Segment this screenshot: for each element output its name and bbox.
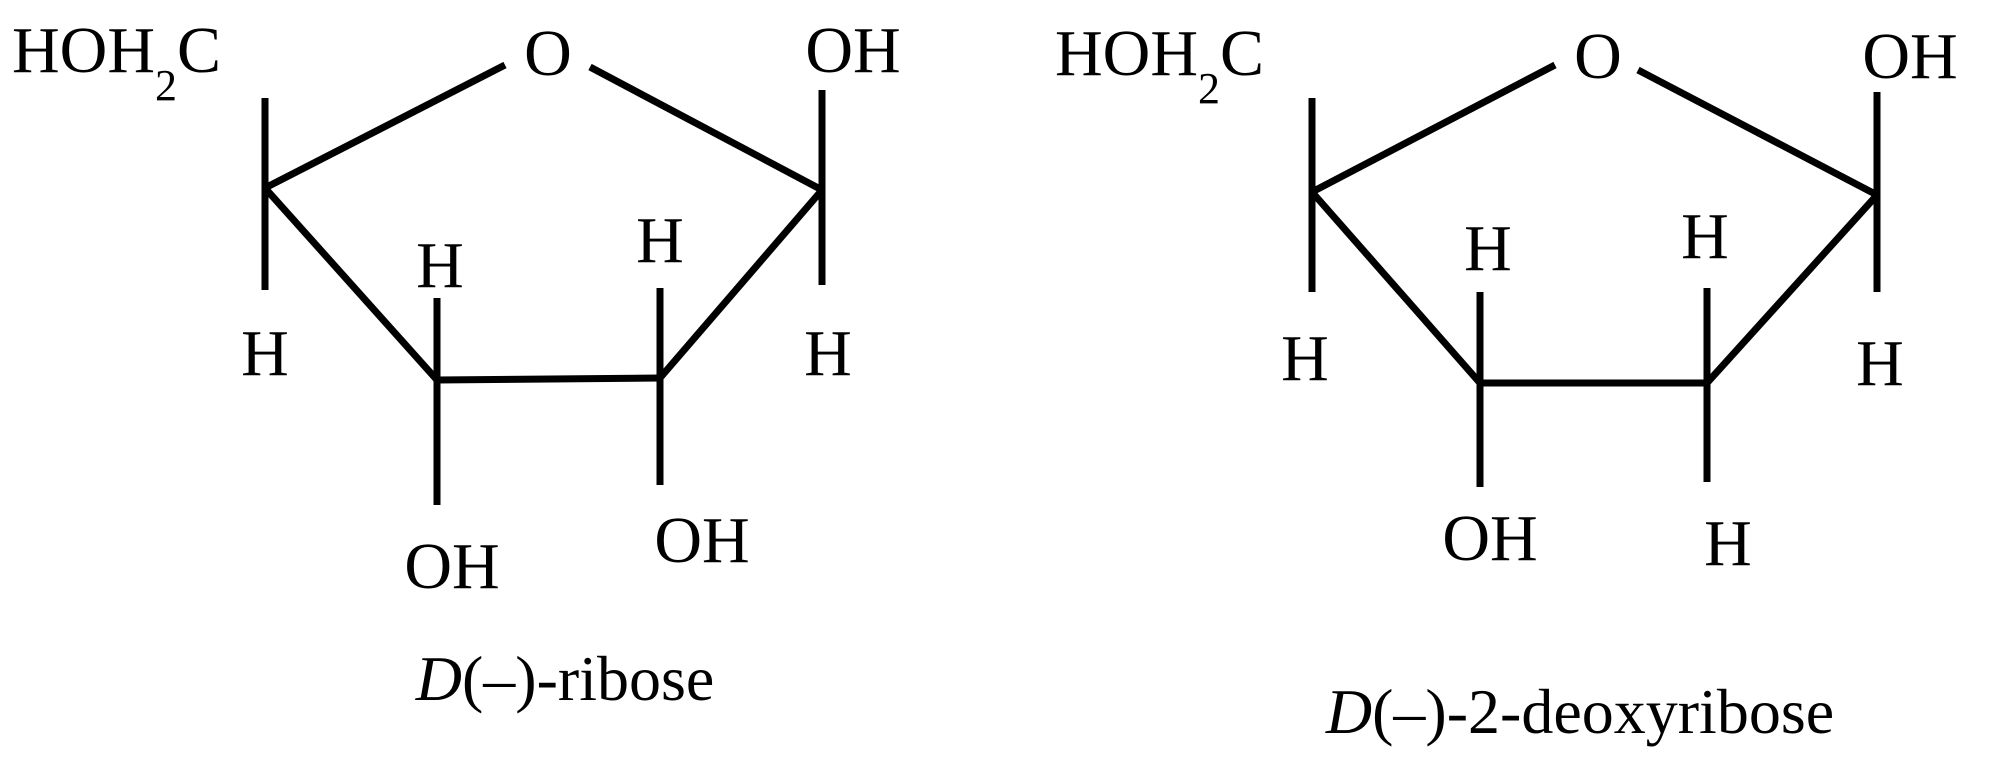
c3-h-label: H	[416, 229, 464, 302]
bond-c2-c1	[657, 187, 825, 381]
c1-h-label: H	[804, 317, 852, 390]
ring-oxygen-label: O	[524, 17, 572, 90]
c4-h-label: H	[1281, 322, 1329, 395]
deoxyribose-structure: HOH2C O OH H H H H OH H D(–)-2-deoxyribo…	[1055, 17, 1958, 747]
c3-h-label: H	[1464, 212, 1512, 285]
c2-h-bottom-label: H	[1704, 507, 1752, 580]
c2-h-label: H	[1681, 200, 1729, 273]
ribose-caption: D(–)-ribose	[415, 643, 715, 714]
bond-c4-o	[1310, 61, 1557, 196]
c4-h-label: H	[241, 317, 289, 390]
deoxyribose-caption: D(–)-2-deoxyribose	[1325, 676, 1834, 747]
bond-c4-c3	[262, 185, 440, 383]
c2-oh-label: OH	[654, 504, 749, 577]
bond-o-c1	[1636, 66, 1879, 199]
c1-h-label: H	[1856, 327, 1904, 400]
hoh2c-label: HOH2C	[1055, 17, 1264, 113]
c1-oh-label: OH	[805, 14, 900, 87]
c1-oh-label: OH	[1862, 20, 1957, 93]
bond-c3-c2	[436, 374, 661, 384]
bond-c4-o	[263, 61, 507, 192]
bond-c4-c3	[1309, 189, 1483, 386]
c2-h-label: H	[636, 204, 684, 277]
hoh2c-label: HOH2C	[12, 14, 221, 110]
ribose-structure: HOH2C O OH H H H H OH OH D(–)-ribose	[12, 14, 901, 714]
bond-o-c1	[588, 63, 824, 194]
ring-oxygen-label: O	[1574, 20, 1622, 93]
bond-c2-c1	[1704, 192, 1880, 386]
c3-oh-label: OH	[404, 530, 499, 603]
c3-oh-label: OH	[1442, 502, 1537, 575]
